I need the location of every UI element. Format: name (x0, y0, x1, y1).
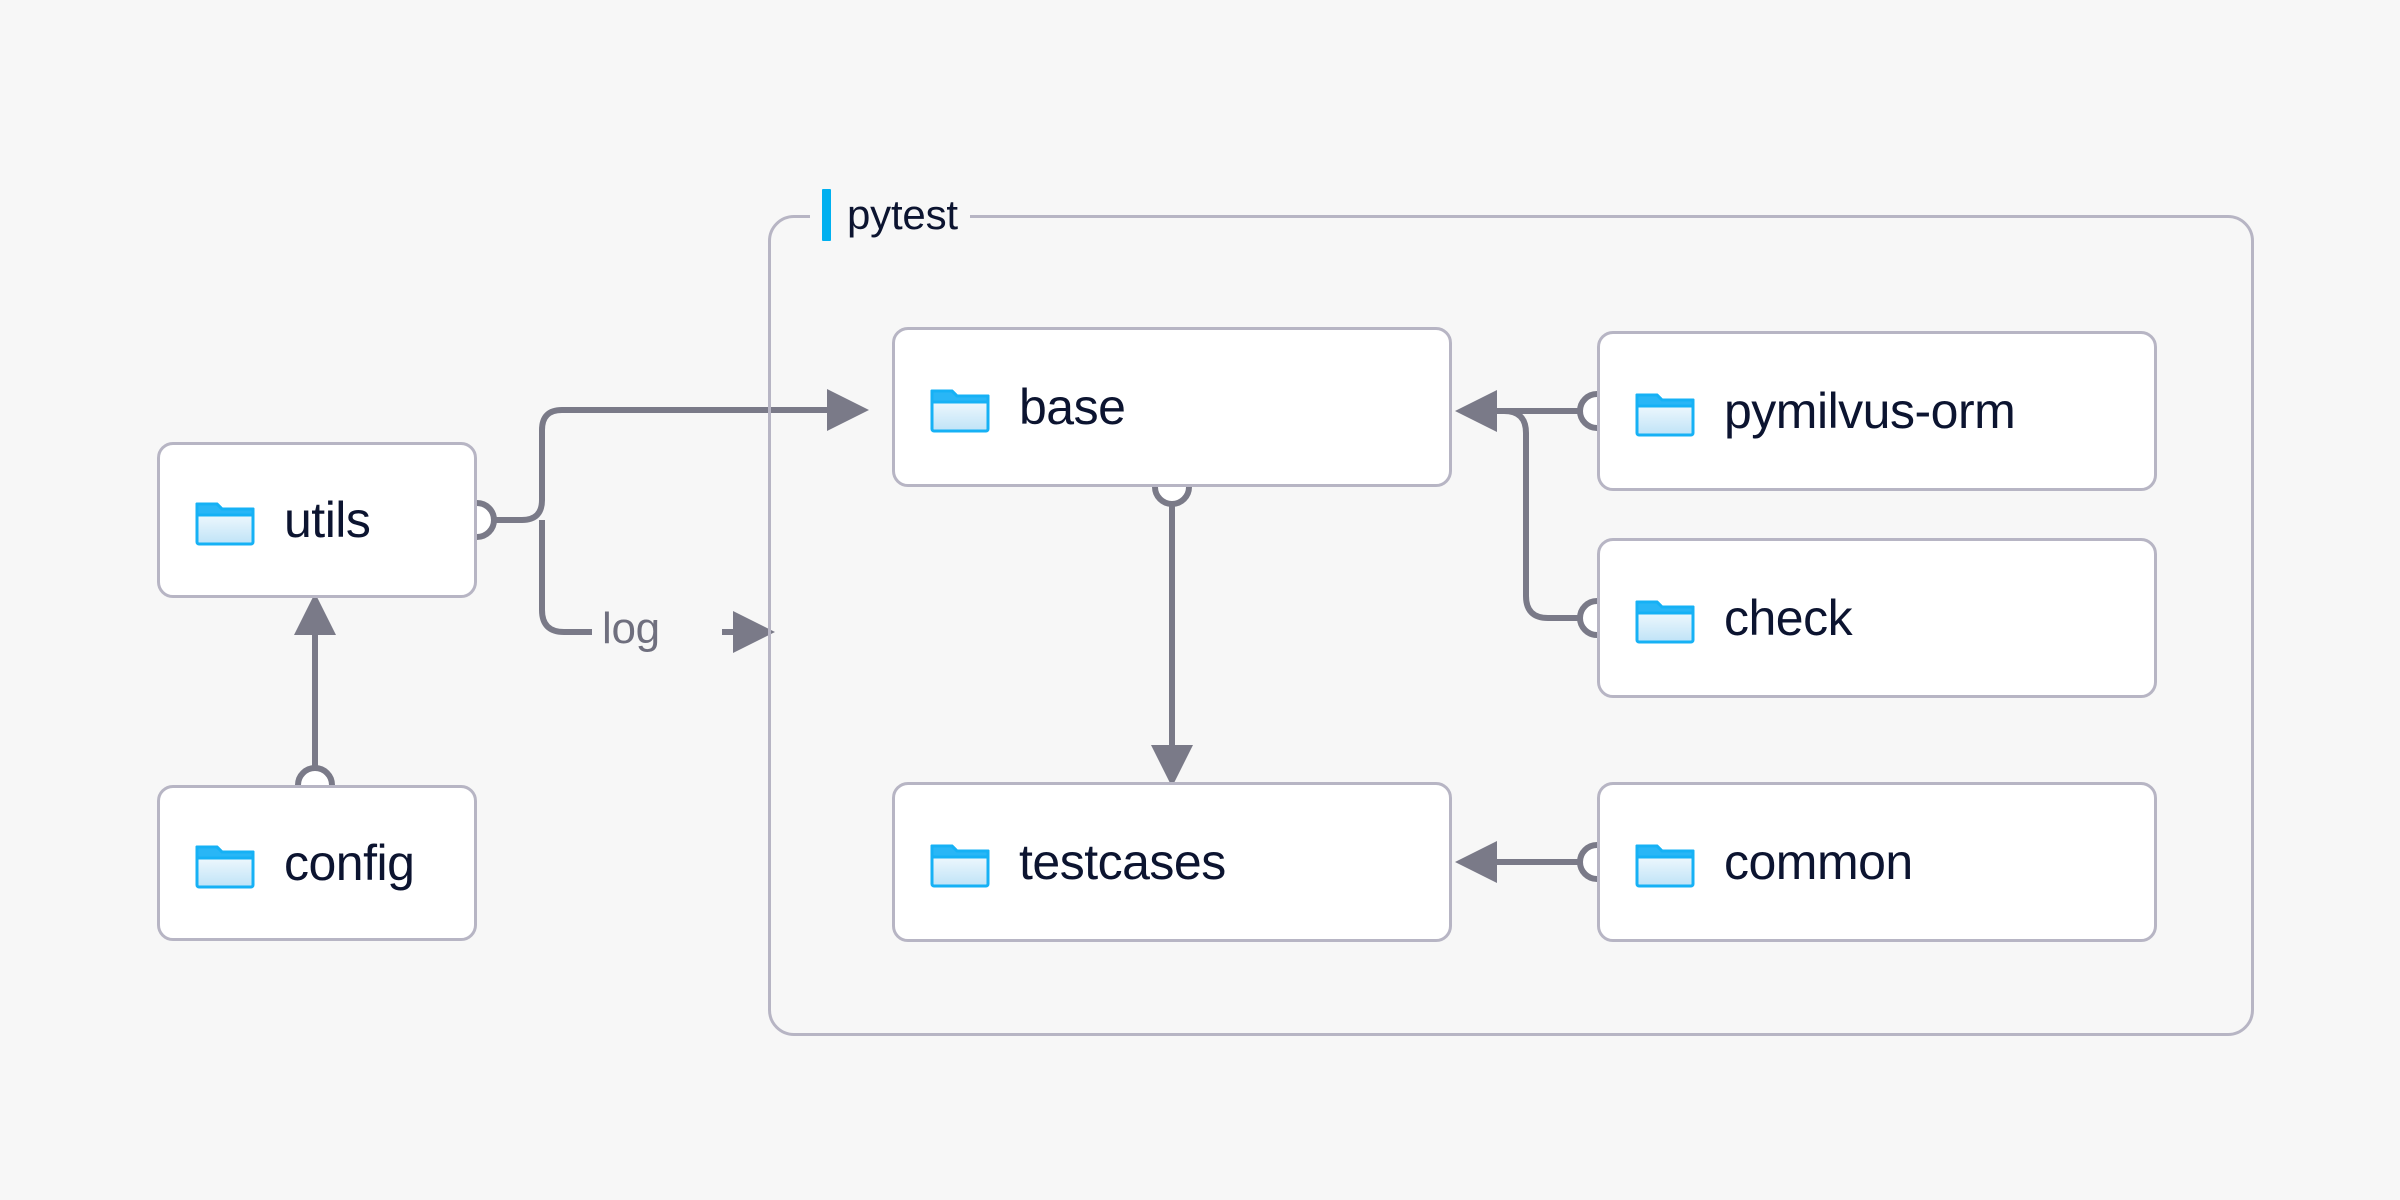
node-utils-label: utils (284, 492, 371, 548)
node-common-label: common (1724, 834, 1913, 890)
group-pytest-label: pytest (810, 186, 970, 244)
node-base-label: base (1019, 379, 1126, 435)
folder-icon (195, 502, 255, 546)
edge-label-log: log (602, 604, 660, 653)
node-config-label: config (284, 835, 415, 891)
folder-icon (1635, 844, 1695, 888)
group-pytest-label-text: pytest (847, 191, 958, 238)
node-base[interactable]: base (892, 327, 1452, 487)
node-pymilvus-orm-label: pymilvus-orm (1724, 383, 2016, 439)
folder-icon (930, 389, 990, 433)
node-check-label: check (1724, 590, 1853, 646)
folder-icon (1635, 393, 1695, 437)
folder-icon (1635, 600, 1695, 644)
group-pytest[interactable] (768, 215, 2254, 1036)
node-config[interactable]: config (157, 785, 477, 941)
accent-bar-icon (822, 189, 831, 241)
node-pymilvus-orm[interactable]: pymilvus-orm (1597, 331, 2157, 491)
edge-config-to-utils (294, 593, 336, 805)
node-utils[interactable]: utils (157, 442, 477, 598)
folder-icon (195, 845, 255, 889)
node-testcases[interactable]: testcases (892, 782, 1452, 942)
node-common[interactable]: common (1597, 782, 2157, 942)
node-check[interactable]: check (1597, 538, 2157, 698)
folder-icon (930, 844, 990, 888)
node-testcases-label: testcases (1019, 834, 1226, 890)
